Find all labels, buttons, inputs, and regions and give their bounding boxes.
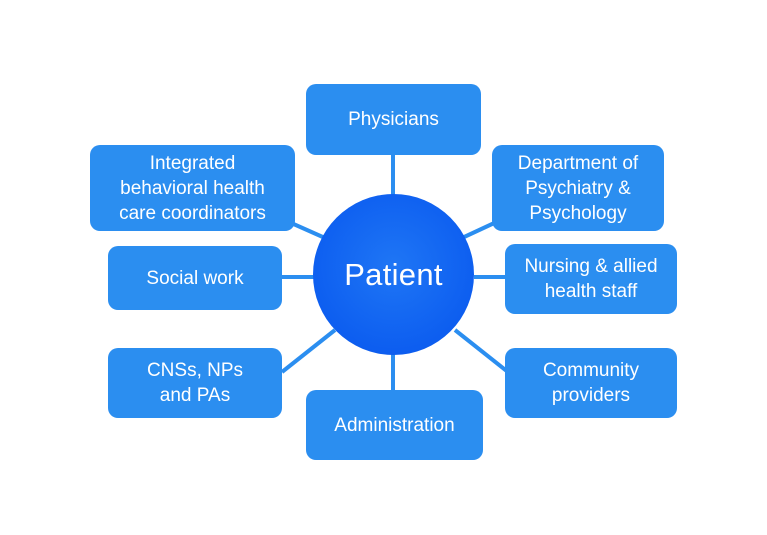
node-administration: Administration: [306, 390, 483, 460]
node-social-work: Social work: [108, 246, 282, 310]
node-integrated-behavioral-health: Integrated behavioral health care coordi…: [90, 145, 295, 231]
connector-community: [453, 328, 510, 374]
center-patient: Patient: [313, 194, 474, 355]
node-department-psychiatry: Department of Psychiatry & Psychology: [492, 145, 664, 231]
connector-cnss: [280, 328, 337, 374]
node-cnss-nps-pas: CNSs, NPs and PAs: [108, 348, 282, 418]
node-nursing-allied-health: Nursing & allied health staff: [505, 244, 677, 314]
node-community-providers: Community providers: [505, 348, 677, 418]
node-physicians: Physicians: [306, 84, 481, 155]
